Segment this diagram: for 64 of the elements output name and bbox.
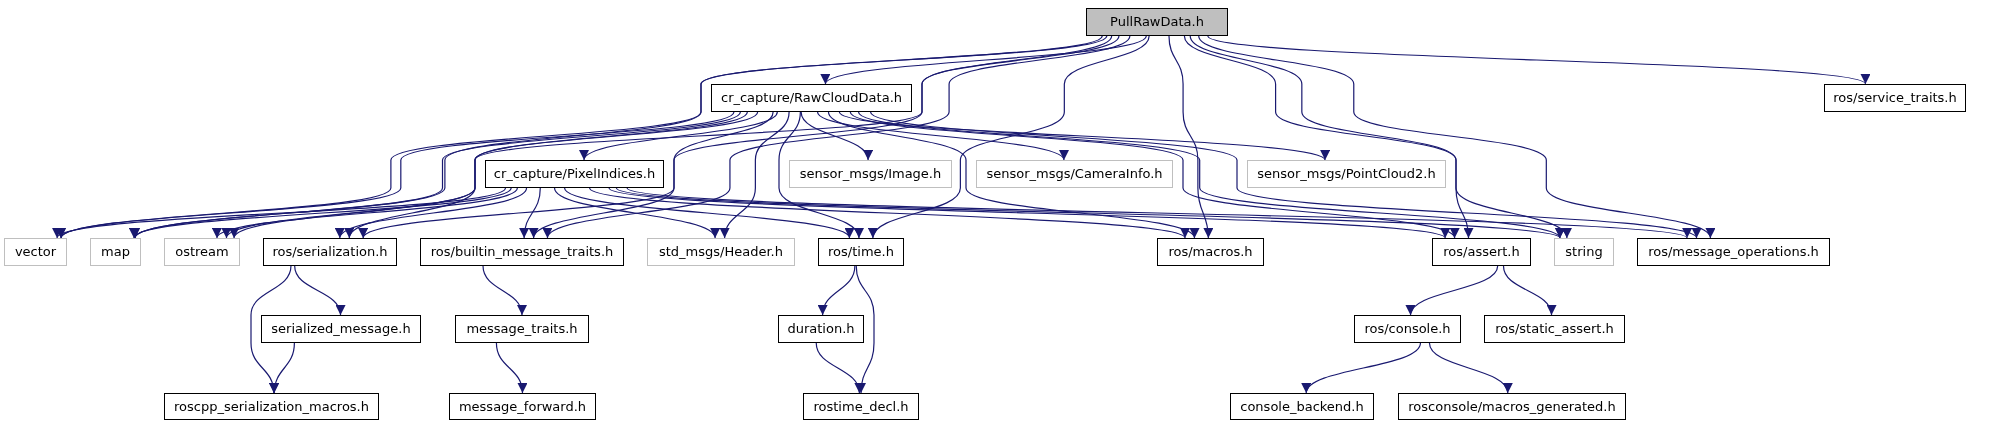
header-file-box xyxy=(778,315,864,343)
file-name: ros/message_operations.h xyxy=(1648,243,1819,262)
file-name: serialized_message.h xyxy=(271,320,411,339)
external-header-box xyxy=(1554,238,1614,266)
include-arrow xyxy=(1168,35,1213,239)
file-name: ros/time.h xyxy=(828,243,894,262)
file-name: vector xyxy=(14,243,57,262)
file-name: console_backend.h xyxy=(1240,397,1364,416)
include-arrow xyxy=(294,265,344,316)
header-file-box xyxy=(818,238,904,266)
file-name: ros/serialization.h xyxy=(272,243,388,262)
header-file-box xyxy=(1157,238,1264,266)
current-file-box xyxy=(1086,8,1228,36)
file-name: ostream xyxy=(175,243,229,262)
file-name: ros/console.h xyxy=(1364,320,1451,339)
include-arrow xyxy=(855,265,875,394)
file-name: ros/assert.h xyxy=(1443,243,1520,262)
include-arrow xyxy=(1183,35,1474,239)
include-arrow xyxy=(1428,342,1511,394)
external-header-box xyxy=(1247,160,1446,188)
include-arrow xyxy=(815,342,863,394)
file-name: ros/builtin_message_traits.h xyxy=(430,243,614,262)
file-name: message_traits.h xyxy=(466,320,578,339)
file-name: map xyxy=(101,243,130,262)
file-name: ros/service_traits.h xyxy=(1833,89,1957,108)
header-file-box xyxy=(455,315,589,343)
header-file-box xyxy=(1637,238,1830,266)
header-file-box xyxy=(1432,238,1531,266)
include-arrow xyxy=(1207,35,1867,85)
file-name: ros/macros.h xyxy=(1168,243,1253,262)
file-name: duration.h xyxy=(787,320,855,339)
include-arrow xyxy=(482,265,526,316)
include-arrow xyxy=(270,342,295,394)
external-header-box xyxy=(647,238,795,266)
external-header-box xyxy=(164,238,240,266)
header-file-box xyxy=(1398,393,1626,420)
external-header-box xyxy=(4,238,67,266)
file-name: PullRawData.h xyxy=(1110,13,1204,32)
include-arrow xyxy=(818,265,856,316)
file-name: message_forward.h xyxy=(458,397,587,416)
file-name: ros/static_assert.h xyxy=(1495,320,1614,339)
header-file-box xyxy=(1484,315,1625,343)
include-arrow xyxy=(495,342,527,394)
header-file-box xyxy=(449,393,596,420)
header-file-box xyxy=(164,393,379,420)
file-name: rostime_decl.h xyxy=(813,397,909,416)
header-file-box xyxy=(1824,84,1966,112)
file-name: sensor_msgs/PointCloud2.h xyxy=(1257,165,1436,184)
include-arrow xyxy=(1502,265,1555,316)
file-name: rosconsole/macros_generated.h xyxy=(1408,397,1616,416)
header-file-box xyxy=(263,238,397,266)
file-name: std_msgs/Header.h xyxy=(659,243,783,262)
external-header-box xyxy=(90,238,141,266)
file-name: string xyxy=(1565,243,1603,262)
include-arrow xyxy=(1408,265,1499,316)
header-file-box xyxy=(1354,315,1461,343)
include-arrow xyxy=(1198,35,1712,239)
header-file-box xyxy=(803,393,919,420)
header-file-box xyxy=(1230,393,1374,420)
include-arrow xyxy=(250,265,292,394)
header-file-box xyxy=(261,315,421,343)
include-arrow xyxy=(1189,35,1569,239)
header-file-box xyxy=(420,238,624,266)
file-name: roscpp_serialization_macros.h xyxy=(174,397,369,416)
